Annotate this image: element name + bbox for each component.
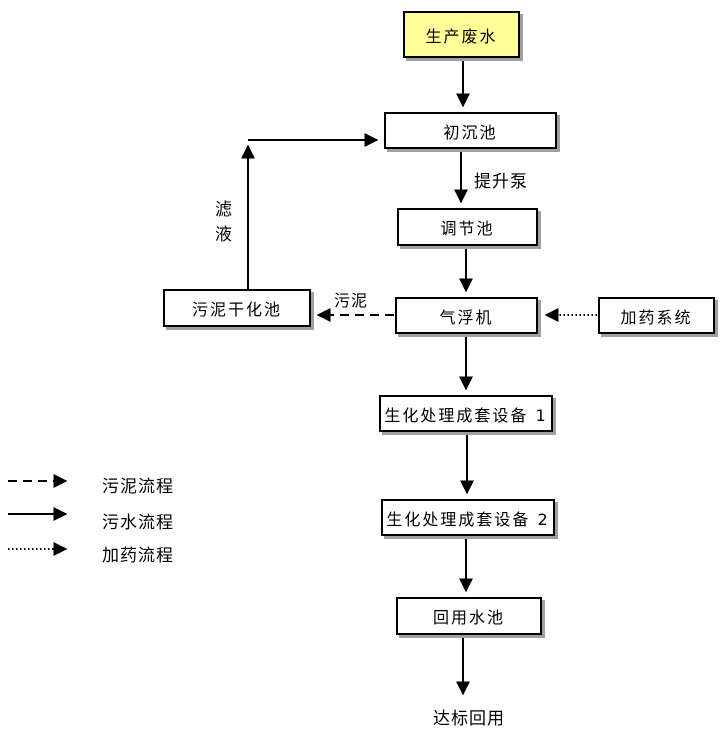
node-production-wastewater: 生产废水	[403, 11, 520, 58]
legend-item-dosing-flow: 加药流程	[102, 546, 174, 566]
node-air-flotation-machine: 气浮机	[395, 297, 538, 334]
node-label: 污泥干化池	[191, 300, 282, 319]
node-label: 加药系统	[620, 307, 693, 327]
node-primary-sedimentation-tank: 初沉池	[384, 112, 557, 149]
legend-item-wastewater-flow: 污水流程	[102, 513, 174, 533]
edge-label-filtrate: 滤液	[215, 200, 232, 245]
node-label: 生化处理成套设备 2	[386, 509, 550, 529]
legend-item-sludge-flow: 污泥流程	[102, 477, 174, 497]
node-label: 调节池	[440, 219, 495, 238]
edge-label-sludge: 污泥	[334, 291, 369, 310]
node-label: 气浮机	[439, 307, 494, 327]
node-sludge-drying-tank: 污泥干化池	[163, 289, 311, 327]
node-label: 生化处理成套设备 1	[384, 405, 548, 425]
node-bio-treatment-unit-1: 生化处理成套设备 1	[379, 395, 553, 432]
node-label: 生产废水	[425, 26, 498, 46]
node-label: 初沉池	[443, 122, 498, 142]
node-regulating-tank: 调节池	[397, 208, 538, 246]
node-dosing-system: 加药系统	[598, 297, 715, 334]
node-bio-treatment-unit-2: 生化处理成套设备 2	[381, 499, 555, 536]
label-discharge-reuse: 达标回用	[433, 709, 505, 729]
edge-label-lift-pump: 提升泵	[474, 172, 528, 192]
node-reuse-water-tank: 回用水池	[396, 597, 542, 635]
node-label: 回用水池	[432, 608, 505, 627]
